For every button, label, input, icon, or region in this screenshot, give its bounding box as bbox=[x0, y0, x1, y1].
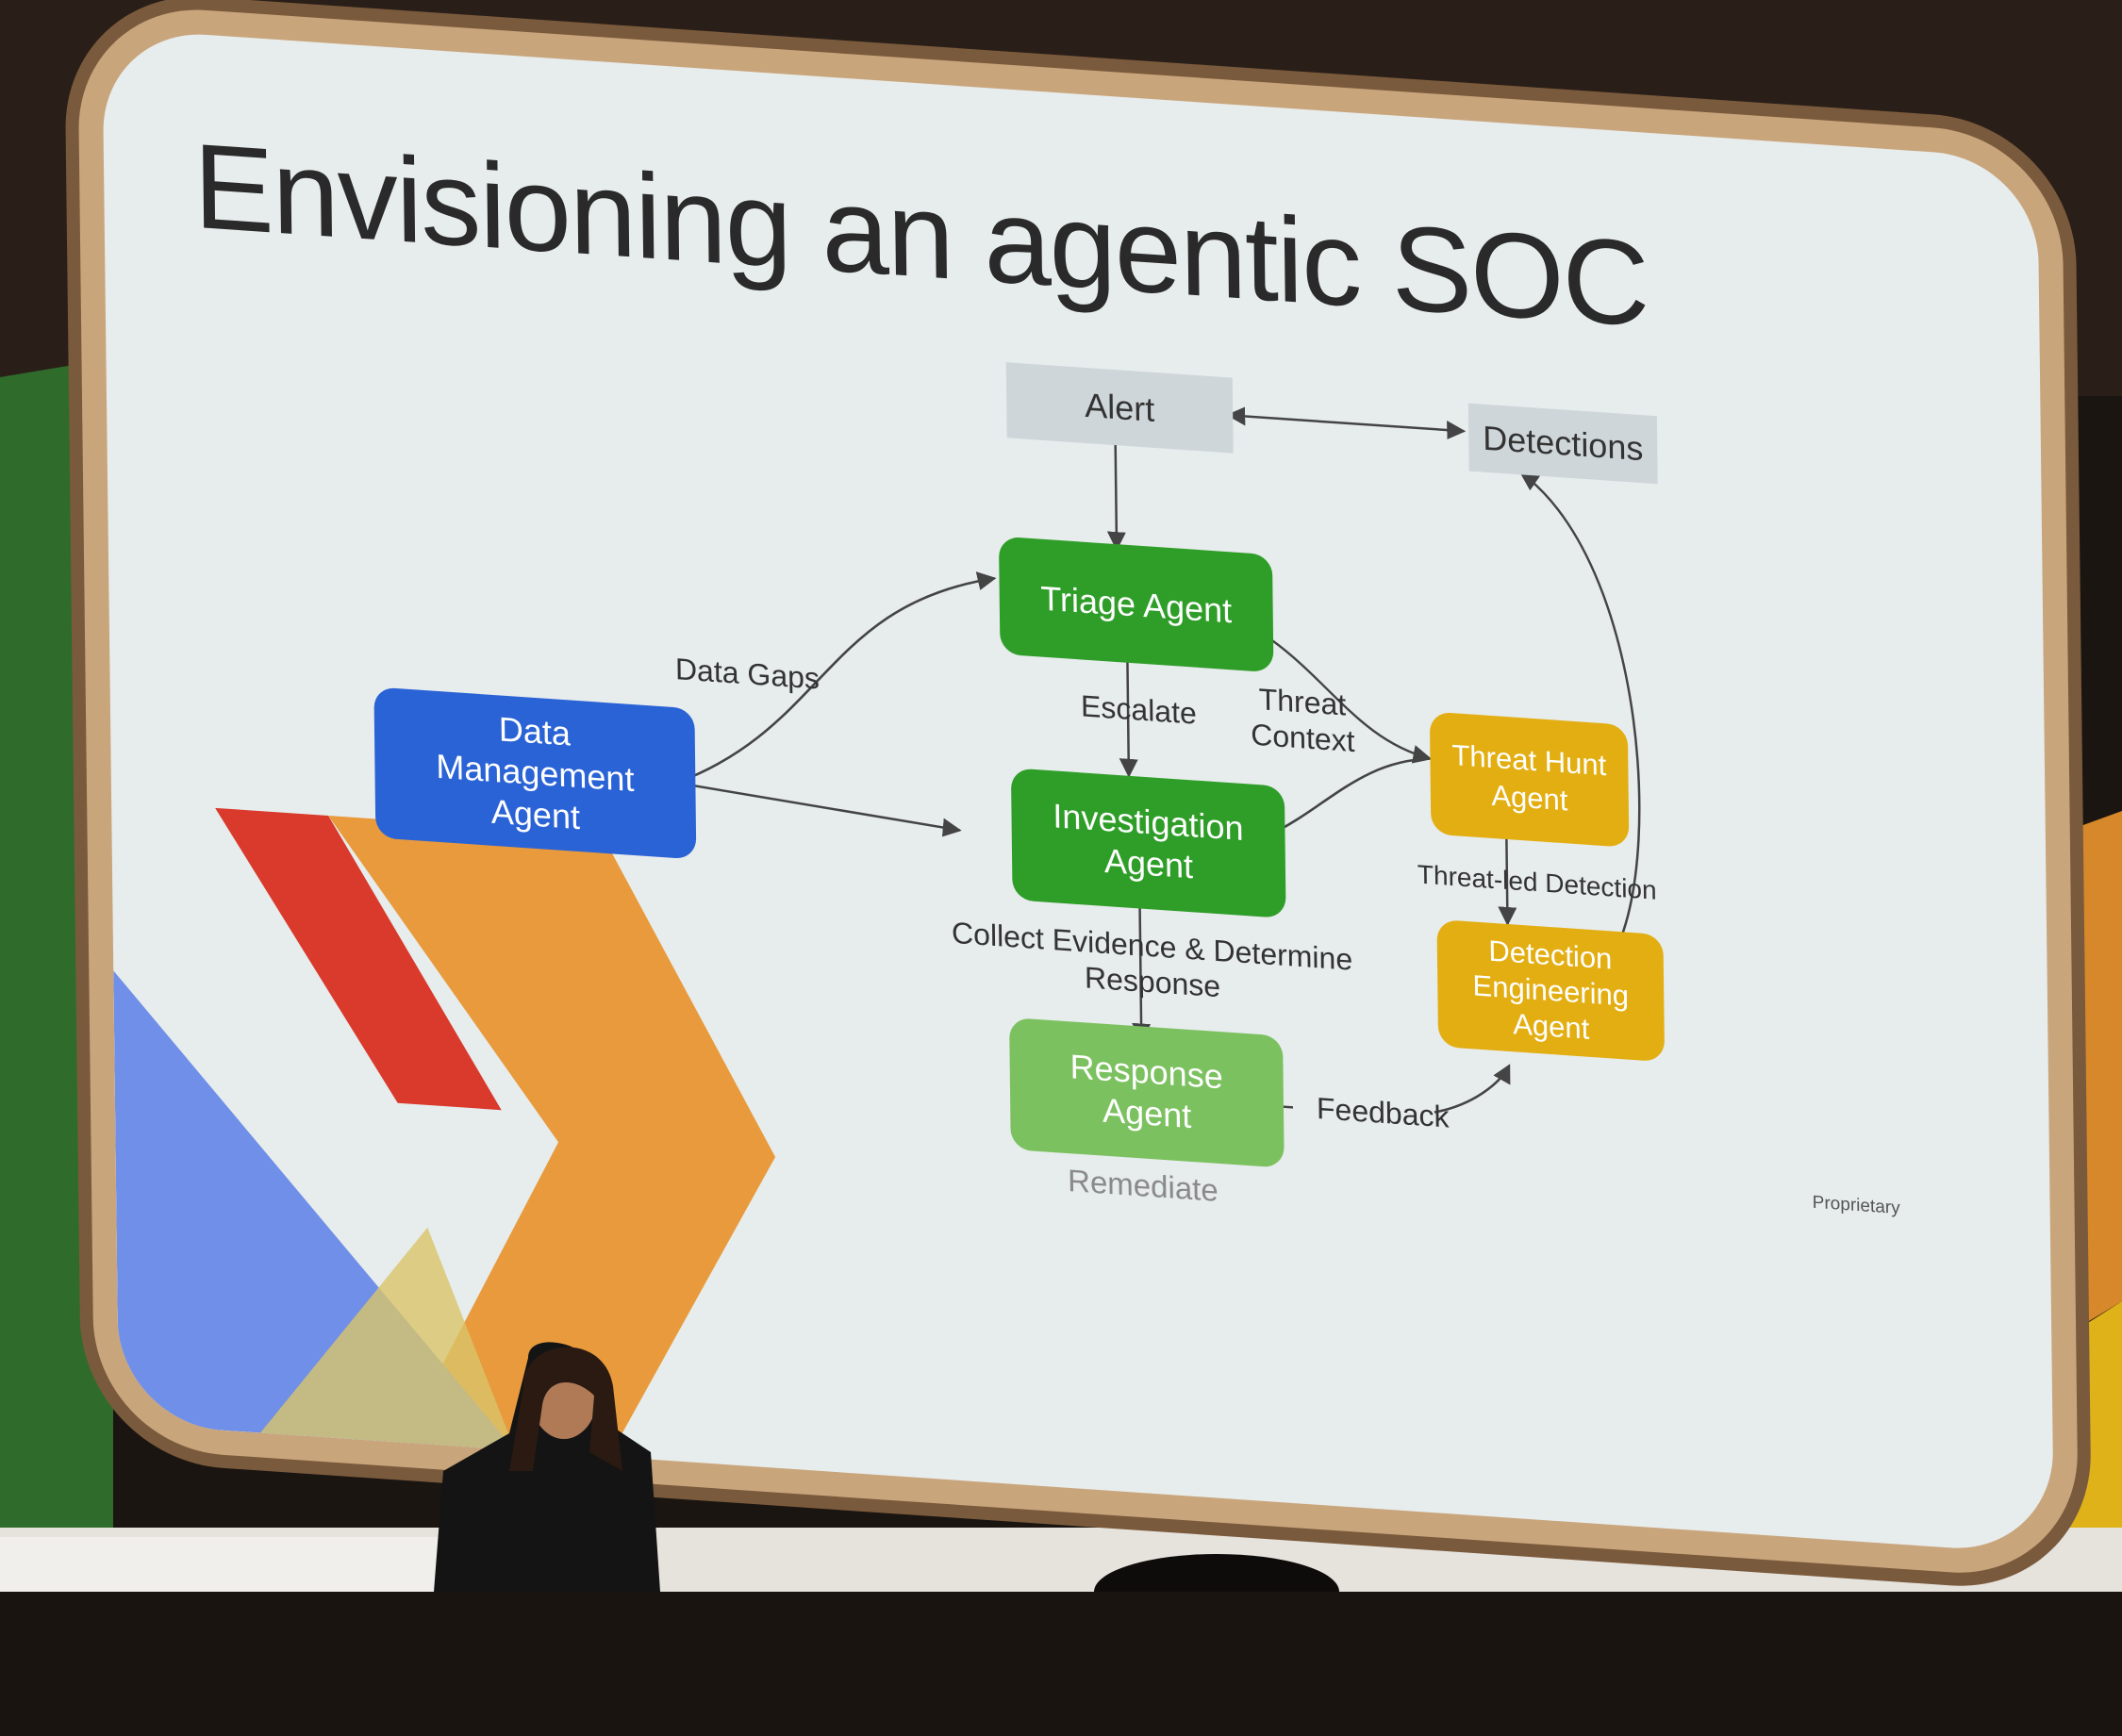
edge-data-investigation bbox=[674, 776, 962, 837]
edge-feedback-detection bbox=[1434, 1064, 1511, 1114]
edge-triage-investigation bbox=[1119, 653, 1138, 778]
presenter-figure bbox=[0, 1347, 1339, 1592]
edge-alert-detections bbox=[1226, 406, 1467, 440]
slide-canvas: Envisioning an agentic SOC bbox=[102, 27, 2055, 1555]
edge-investigation-response bbox=[1132, 908, 1152, 1043]
edge-alert-triage bbox=[1106, 436, 1126, 552]
edge-data-triage bbox=[674, 571, 997, 786]
decorative-shapes bbox=[113, 807, 776, 1457]
